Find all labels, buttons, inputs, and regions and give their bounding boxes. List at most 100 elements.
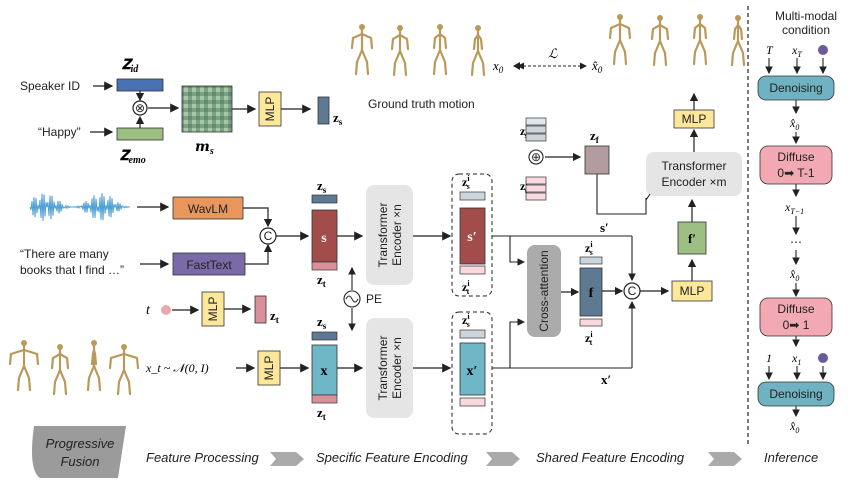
- svg-text:x0: x0: [492, 58, 504, 75]
- stage-inference: Inference: [764, 450, 818, 465]
- svg-text:f′: f′: [688, 231, 696, 246]
- s-block: [311, 209, 338, 263]
- svg-text:x̂0: x̂0: [789, 116, 799, 132]
- z-t-box: [254, 295, 267, 324]
- z-t-strip-s: [311, 261, 338, 271]
- otimes-symbol: [132, 100, 148, 116]
- svg-text:WavLM: WavLM: [188, 202, 228, 216]
- svg-text:Denoising: Denoising: [769, 387, 822, 401]
- svg-text:Fusion: Fusion: [60, 454, 99, 469]
- svg-text:MLP: MLP: [680, 284, 705, 298]
- stage-specific-encoding: Specific Feature Encoding: [316, 450, 469, 465]
- z-f-box: [584, 145, 610, 175]
- svg-text:f: f: [589, 286, 594, 301]
- svg-text:Diffuse: Diffuse: [777, 302, 814, 316]
- z-s-strip-s: [311, 194, 338, 204]
- svg-text:Encoder ×n: Encoder ×n: [390, 337, 404, 399]
- x-prime-block: [459, 342, 486, 396]
- svg-text:zit: zit: [585, 330, 593, 347]
- s-prime-block: [459, 207, 486, 265]
- svg-text:C: C: [628, 284, 637, 298]
- waveform-icon: [29, 192, 130, 221]
- stage-shared-encoding: Shared Feature Encoding: [536, 450, 685, 465]
- svg-text:FastText: FastText: [186, 258, 232, 272]
- cross-attention-block: [527, 245, 561, 337]
- svg-text:xT−1: xT−1: [784, 200, 804, 216]
- m-s-matrix: [181, 85, 233, 133]
- svg-text:zt: zt: [270, 308, 279, 325]
- ground-truth-caption: Ground truth motion: [368, 97, 475, 111]
- svg-text:zt: zt: [317, 405, 326, 422]
- noisy-motion-figures: [8, 340, 140, 396]
- oplus-symbol: [528, 149, 544, 165]
- z-f-label: zf: [590, 128, 600, 145]
- condition-dot-bottom: [818, 353, 828, 363]
- speaker-id-label: Speaker ID: [20, 79, 80, 93]
- s-prime-group: [451, 173, 493, 297]
- svg-text:T: T: [766, 43, 774, 57]
- svg-text:0➡ 1: 0➡ 1: [783, 318, 810, 332]
- svg-text:0➡ T-1: 0➡ T-1: [777, 166, 815, 180]
- svg-text:Transformer: Transformer: [376, 336, 390, 401]
- svg-text:x̂0: x̂0: [789, 267, 799, 283]
- z-emo-box: [116, 127, 164, 141]
- transformer-encoder-m: [646, 152, 742, 196]
- svg-text:s: s: [321, 231, 327, 246]
- transformer-encoder-bottom: [366, 318, 413, 418]
- transformer-encoder-top: [366, 185, 413, 285]
- predicted-motion-figures: [608, 14, 746, 67]
- svg-text:s′: s′: [600, 220, 609, 235]
- text-input-line1: “There are many: [20, 247, 109, 261]
- svg-text:zit: zit: [462, 279, 470, 296]
- z-s-label-top: zs: [333, 110, 343, 127]
- svg-text:Diffuse: Diffuse: [777, 150, 814, 164]
- svg-text:⊗: ⊗: [135, 101, 145, 115]
- svg-text:Transformer: Transformer: [376, 203, 390, 268]
- svg-text:MLP: MLP: [262, 356, 276, 381]
- f-block: [579, 267, 603, 317]
- final-output-label: x̂0: [789, 419, 799, 435]
- text-input-line2: books that I find …”: [20, 263, 124, 277]
- svg-text:zt: zt: [317, 272, 326, 289]
- svg-text:zis: zis: [462, 312, 470, 329]
- x-prime-group: [451, 311, 493, 435]
- svg-text:C: C: [264, 229, 273, 243]
- svg-text:zis: zis: [462, 174, 470, 191]
- svg-text:ℒ: ℒ: [548, 46, 558, 61]
- svg-text:x′: x′: [467, 364, 478, 379]
- progressive-fusion-badge: [32, 426, 126, 478]
- z-id-label: 𝐙id: [122, 58, 139, 75]
- svg-text:Encoder ×m: Encoder ×m: [661, 175, 726, 189]
- svg-text:1: 1: [766, 351, 772, 365]
- svg-text:Cross-attention: Cross-attention: [537, 250, 551, 331]
- svg-text:Progressive: Progressive: [46, 436, 115, 451]
- svg-text:⋯: ⋯: [790, 235, 802, 249]
- svg-text:s′: s′: [467, 230, 476, 245]
- stage-feature-processing: Feature Processing: [146, 450, 259, 465]
- svg-text:Multi-modal: Multi-modal: [775, 9, 837, 23]
- svg-text:zs: zs: [317, 314, 327, 331]
- z-s-box-top: [317, 96, 330, 125]
- condition-dot-top: [818, 45, 828, 55]
- svg-text:zis: zis: [585, 240, 593, 257]
- svg-text:MLP: MLP: [263, 97, 277, 122]
- svg-text:x: x: [321, 364, 328, 379]
- svg-text:x1: x1: [791, 351, 801, 367]
- svg-text:xT: xT: [791, 43, 802, 59]
- svg-text:MLP: MLP: [682, 112, 707, 126]
- svg-text:Transformer: Transformer: [662, 159, 727, 173]
- svg-text:MLP: MLP: [206, 297, 220, 322]
- xt-noise-label: x_t ~ 𝒩(0, I): [145, 361, 209, 375]
- t-dot: [161, 305, 171, 315]
- svg-text:x′: x′: [601, 372, 611, 387]
- z-emo-label: 𝐙emo: [120, 149, 146, 166]
- svg-text:zs: zs: [317, 178, 327, 195]
- svg-text:Denoising: Denoising: [769, 81, 822, 95]
- svg-text:⊕: ⊕: [531, 150, 541, 164]
- m-s-label: 𝒎s: [195, 140, 214, 157]
- svg-text:x̂0: x̂0: [591, 58, 603, 75]
- emotion-label: “Happy”: [38, 125, 81, 139]
- svg-text:PE: PE: [366, 292, 382, 306]
- svg-text:condition: condition: [782, 23, 830, 37]
